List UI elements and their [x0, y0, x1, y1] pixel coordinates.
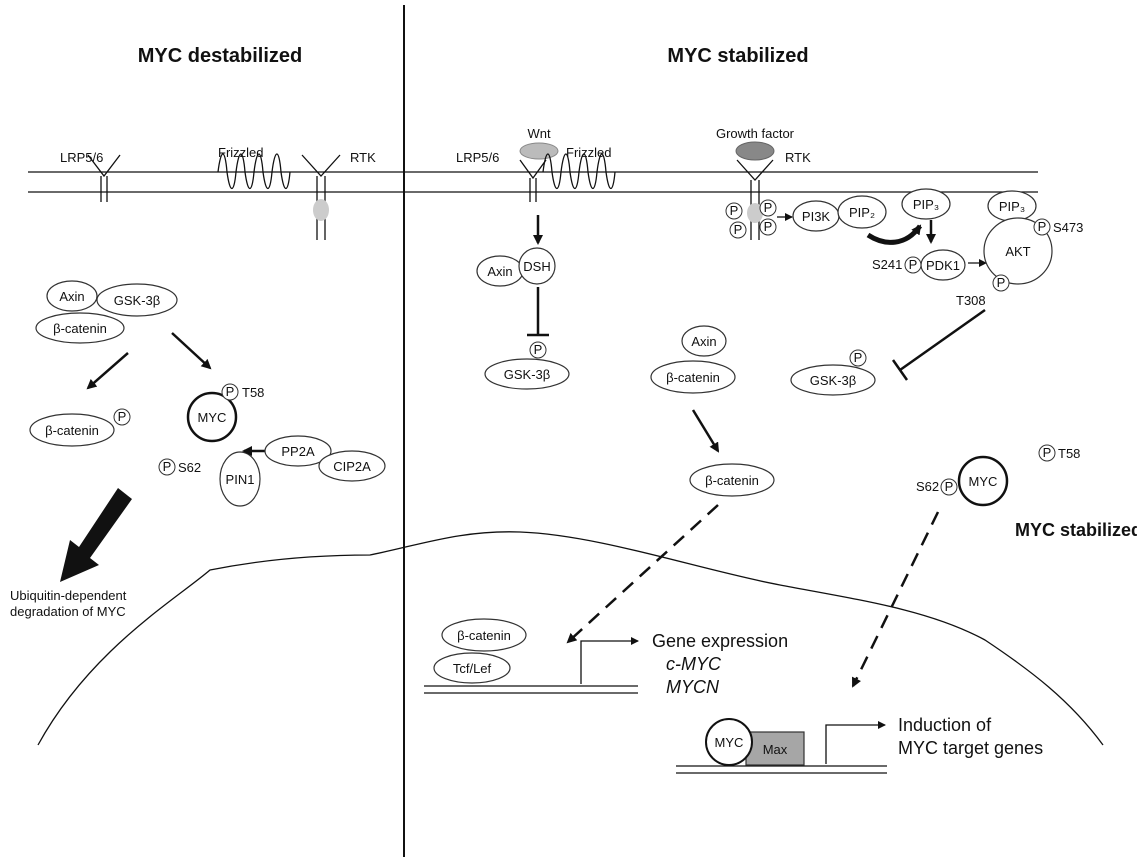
pin1-label: PIN1: [226, 472, 255, 487]
rtk-label-left: RTK: [350, 150, 376, 165]
wnt-label: Wnt: [527, 126, 551, 141]
wnt-ligand: [520, 143, 558, 159]
s62-label-right: S62: [916, 479, 939, 494]
rtk-receptor-left: [302, 155, 340, 240]
arrow-to-beta-catenin: [88, 353, 128, 388]
myc-stabilized-label: MYC stabilized: [1015, 520, 1137, 540]
gsk3b-label-akt: GSK-3β: [810, 373, 857, 388]
phospho-label: P: [118, 409, 127, 424]
degradation-label-line1: Ubiquitin-dependent: [10, 588, 127, 603]
t308-label: T308: [956, 293, 986, 308]
t58-label-right: T58: [1058, 446, 1080, 461]
t58-label-left: T58: [242, 385, 264, 400]
axin-label-center: Axin: [691, 334, 716, 349]
induction-label-line1: Induction of: [898, 715, 992, 735]
beta-catenin-label-complex: β-catenin: [53, 321, 107, 336]
beta-catenin-label-p: β-catenin: [45, 423, 99, 438]
phospho-label: P: [764, 219, 773, 234]
c-myc-label: c-MYC: [666, 654, 722, 674]
growth-factor-ligand: [736, 142, 774, 160]
induction-label-line2: MYC target genes: [898, 738, 1043, 758]
cell-membrane: [28, 172, 1038, 192]
phospho-label: P: [909, 257, 918, 272]
dashed-arrow-to-nucleus-left: [568, 505, 718, 642]
phospho-label: P: [1043, 445, 1052, 460]
pip2-label: PIP₂: [849, 205, 875, 220]
growth-factor-label: Growth factor: [716, 126, 795, 141]
pip3-label-1: PIP₃: [913, 197, 939, 212]
frizzled-label-left: Frizzled: [218, 145, 264, 160]
inhibition-akt-to-gsk3b: [893, 310, 985, 380]
cip2a-label: CIP2A: [333, 459, 371, 474]
arrow-to-myc: [172, 333, 210, 368]
myc-label-nucleus: MYC: [715, 735, 744, 750]
akt-label: AKT: [1005, 244, 1030, 259]
pdk1-label: PDK1: [926, 258, 960, 273]
degradation-arrow: [60, 488, 132, 582]
transcription-arrow-beta-catenin: [581, 641, 638, 684]
lrp-receptor-right: [520, 160, 546, 202]
lrp-label-right: LRP5/6: [456, 150, 499, 165]
myc-label-right: MYC: [969, 474, 998, 489]
nucleus-outline: [38, 532, 1103, 745]
phospho-label: P: [997, 275, 1006, 290]
dsh-label: DSH: [523, 259, 550, 274]
pip3-label-2: PIP₃: [999, 199, 1025, 214]
phospho-label: P: [854, 350, 863, 365]
beta-catenin-label-nucleus: β-catenin: [457, 628, 511, 643]
phospho-label: P: [730, 203, 739, 218]
mycn-label: MYCN: [666, 677, 720, 697]
max-label: Max: [763, 742, 788, 757]
s62-label-left: S62: [178, 460, 201, 475]
inhibition-dsh-to-gsk3b: [527, 287, 549, 335]
s473-label: S473: [1053, 220, 1083, 235]
dashed-arrow-to-nucleus-right: [853, 512, 938, 686]
lrp-label-left: LRP5/6: [60, 150, 103, 165]
dna-strand-beta-catenin: [424, 686, 638, 693]
gene-expression-label: Gene expression: [652, 631, 788, 651]
rtk-label-right: RTK: [785, 150, 811, 165]
gsk3b-label-left: GSK-3β: [114, 293, 161, 308]
degradation-label-line2: degradation of MYC: [10, 604, 126, 619]
s241-label: S241: [872, 257, 902, 272]
beta-catenin-label-free: β-catenin: [705, 473, 759, 488]
pip2-to-pip3-arrow: [868, 226, 920, 242]
left-panel-title: MYC destabilized: [138, 45, 302, 67]
arrow-to-free-beta-catenin: [693, 410, 718, 451]
dna-strand-myc: [676, 766, 887, 773]
phospho-label: P: [534, 342, 543, 357]
myc-label-left: MYC: [198, 410, 227, 425]
phospho-label: P: [945, 479, 954, 494]
pp2a-label: PP2A: [281, 444, 315, 459]
phospho-label: P: [1038, 219, 1047, 234]
phospho-label: P: [163, 459, 172, 474]
pi3k-label: PI3K: [802, 209, 831, 224]
right-panel-title: MYC stabilized: [667, 45, 808, 67]
transcription-arrow-myc: [826, 725, 885, 764]
axin-label-right: Axin: [487, 264, 512, 279]
phospho-label: P: [764, 200, 773, 215]
axin-label-left: Axin: [59, 289, 84, 304]
phospho-label: P: [734, 222, 743, 237]
tcf-lef-label: Tcf/Lef: [453, 661, 492, 676]
phospho-label: P: [226, 384, 235, 399]
gsk3b-label-wnt: GSK-3β: [504, 367, 551, 382]
frizzled-label-right: Frizzled: [566, 145, 612, 160]
beta-catenin-label-center: β-catenin: [666, 370, 720, 385]
